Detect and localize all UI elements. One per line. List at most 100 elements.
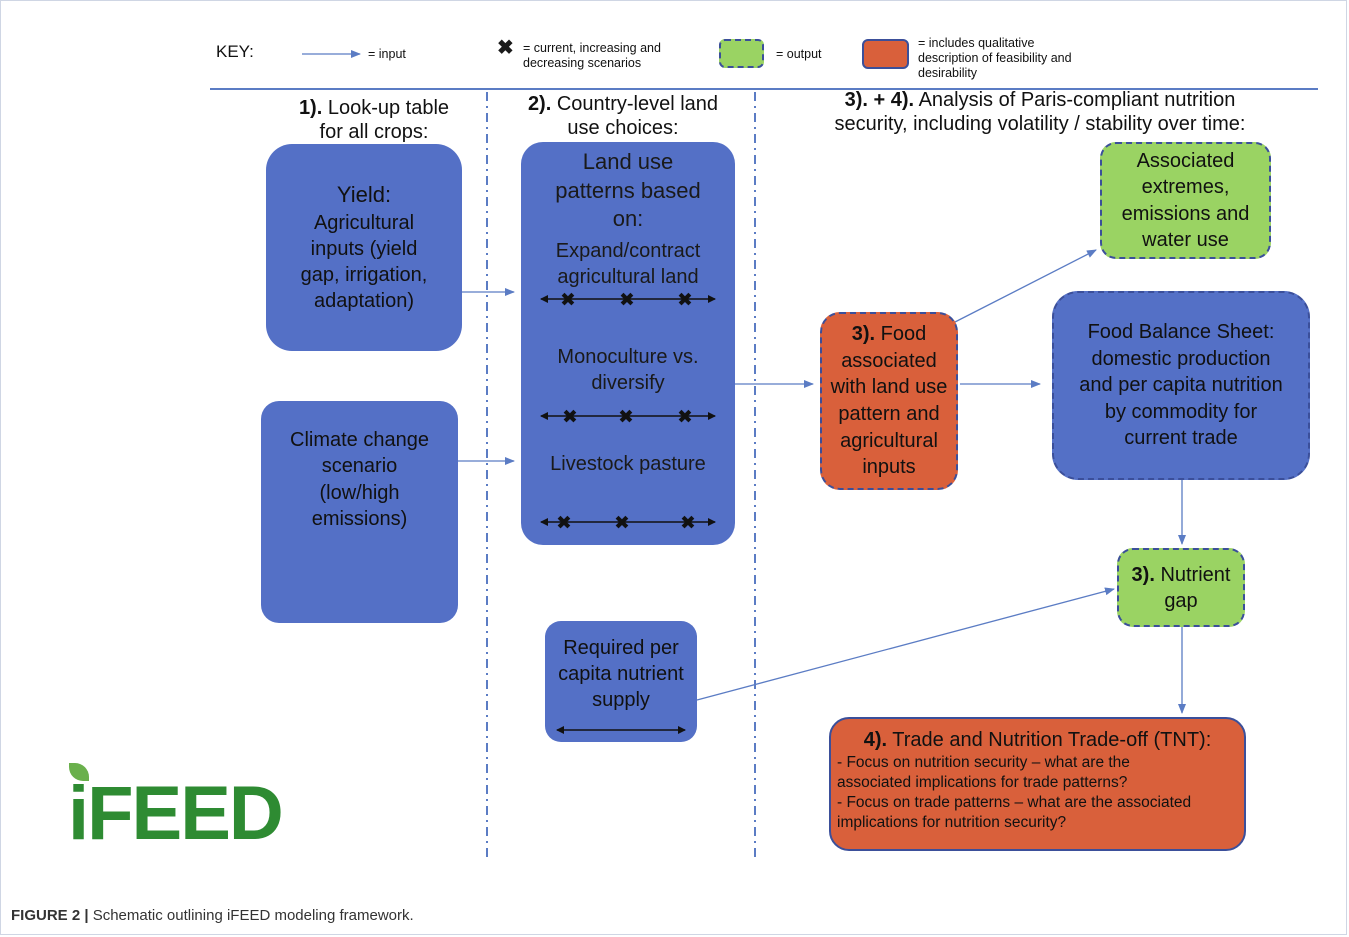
key-cross-icon: ✖	[497, 37, 514, 59]
tnt-line: - Focus on trade patterns – what are the…	[837, 794, 1192, 812]
tnt-title-text: Trade and Nutrition Trade-off (TNT):	[892, 729, 1212, 751]
yield-line: Agricultural	[313, 211, 415, 234]
tnt-line: implications for nutrition security?	[837, 814, 1067, 832]
gap-line-text: Nutrient	[1160, 563, 1231, 586]
landuse-expand: Expand/contract agricultural land	[521, 238, 735, 290]
required-line: capita nutrient	[558, 663, 684, 685]
required-line: Required per	[563, 637, 679, 659]
extremes-box: Associated extremes, emissions and water…	[1100, 142, 1271, 259]
svg-text:✖: ✖	[677, 289, 693, 310]
diagram-connectors	[210, 50, 1318, 862]
food-line: 3). Food	[852, 321, 927, 348]
gap-line: gap	[1164, 589, 1198, 612]
fbs-line: and per capita nutrition	[1079, 374, 1283, 397]
section-2-number: 2).	[527, 93, 552, 115]
tnt-line: associated implications for trade patter…	[837, 774, 1128, 792]
svg-text:✖: ✖	[614, 512, 630, 533]
key-qualitative-line: description of feasibility and	[918, 50, 1072, 65]
svg-text:✖: ✖	[680, 512, 696, 533]
fbs-line: current trade	[1124, 427, 1238, 450]
food-line: agricultural	[840, 429, 938, 452]
section-1-number: 1).	[298, 97, 323, 119]
key-scenarios-label: = current, increasing and decreasing sce…	[523, 41, 661, 71]
extremes-line: emissions and	[1121, 202, 1250, 225]
food-line: pattern and	[838, 403, 940, 425]
landuse-box	[521, 142, 735, 545]
caption-label: FIGURE 2 |	[11, 907, 89, 924]
section-2-line: Country-level land	[556, 93, 719, 115]
climate-box: Climate change scenario (low/high emissi…	[261, 401, 458, 623]
climate-line: (low/high	[319, 481, 400, 504]
yield-line: adaptation)	[313, 289, 415, 312]
scenario-slider-mono: ✖ ✖ ✖	[540, 406, 716, 427]
climate-line: scenario	[321, 455, 398, 478]
climate-line: Climate change	[290, 429, 429, 451]
key-scenarios-line: decreasing scenarios	[523, 55, 642, 70]
section-2-line: use choices:	[567, 117, 679, 140]
gap-number: 3).	[1131, 563, 1155, 586]
fbs-line: by commodity for	[1104, 400, 1258, 423]
required-box: Required per capita nutrient supply	[545, 621, 697, 742]
scenario-slider-expand: ✖ ✖ ✖	[540, 289, 716, 310]
yield-line: gap, irrigation,	[300, 263, 428, 286]
nutrient-gap-box: 3). Nutrient gap	[1117, 548, 1245, 627]
landuse-title-line: Land use	[582, 149, 674, 174]
food-balance-sheet-box: Food Balance Sheet: domestic production …	[1052, 291, 1310, 480]
required-range-line	[556, 726, 686, 734]
key-output-swatch	[719, 39, 764, 68]
landuse-title-line: patterns based	[555, 177, 701, 203]
caption-text: Schematic outlining iFEED modeling frame…	[88, 907, 414, 924]
svg-text:✖: ✖	[618, 406, 634, 427]
tnt-line: - Focus on nutrition security – what are…	[837, 754, 1130, 771]
landuse-livestock: Livestock pasture	[550, 453, 706, 475]
yield-line: Yield:	[336, 182, 392, 208]
section-34-line: Analysis of Paris-compliant nutrition	[918, 89, 1236, 111]
food-line: associated	[841, 349, 937, 372]
key-label: KEY:	[216, 42, 254, 61]
landuse-expand-line: agricultural land	[557, 266, 699, 288]
key-scenarios-line: = current, increasing and	[523, 41, 661, 55]
figure-caption: FIGURE 2 | Schematic outlining iFEED mod…	[11, 907, 414, 924]
section-1-line: Look-up table	[327, 97, 450, 119]
logo-leaf-icon	[69, 763, 89, 781]
food-line: inputs	[862, 456, 916, 479]
required-line: supply	[592, 689, 650, 711]
food-line-text: Food	[880, 323, 927, 346]
svg-text:✖: ✖	[562, 406, 578, 427]
landuse-mono-line: diversify	[591, 372, 665, 394]
section-34-number: 3). + 4).	[844, 89, 915, 111]
fbs-line: Food Balance Sheet:	[1087, 321, 1275, 344]
section-1-line: for all crops:	[319, 121, 429, 144]
section-1-title: 1). Look-up table for all crops:	[280, 96, 468, 145]
landuse-title-line: on:	[612, 206, 644, 232]
yield-line: inputs (yield	[310, 237, 418, 260]
tnt-box: 4). Trade and Nutrition Trade-off (TNT):…	[829, 717, 1246, 851]
key-qualitative-label: = includes qualitative description of fe…	[918, 36, 1072, 80]
section-34-title: 3). + 4). Analysis of Paris-compliant nu…	[800, 88, 1280, 137]
scenario-slider-livestock: ✖ ✖ ✖	[540, 512, 716, 533]
key-qualitative-swatch	[862, 39, 909, 69]
arrow-required-to-gap	[696, 587, 1115, 701]
key-qualitative-line: = includes qualitative	[918, 36, 1035, 50]
landuse-mono-line: Monoculture vs.	[557, 346, 699, 368]
tnt-title: 4). Trade and Nutrition Trade-off (TNT):	[837, 727, 1238, 753]
key-qualitative-line: desirability	[918, 65, 978, 80]
climate-line: emissions)	[311, 508, 408, 531]
svg-text:✖: ✖	[556, 512, 572, 533]
fbs-line: domestic production	[1091, 347, 1271, 370]
extremes-line: Associated	[1136, 149, 1235, 172]
section-34-line: security, including volatility / stabili…	[834, 113, 1246, 136]
gap-line: 3). Nutrient	[1132, 562, 1231, 588]
key-input-label: = input	[368, 47, 406, 61]
svg-text:✖: ✖	[677, 406, 693, 427]
landuse-mono: Monoculture vs. diversify	[521, 344, 735, 396]
extremes-line: extremes,	[1141, 176, 1230, 199]
food-box: 3). Food associated with land use patter…	[820, 312, 958, 490]
tnt-number: 4).	[863, 729, 888, 751]
svg-text:✖: ✖	[619, 289, 635, 310]
landuse-expand-line: Expand/contract	[555, 240, 701, 262]
landuse-title: Land use patterns based on:	[521, 148, 735, 234]
extremes-line: water use	[1142, 228, 1229, 251]
key-output-label: = output	[776, 47, 822, 61]
